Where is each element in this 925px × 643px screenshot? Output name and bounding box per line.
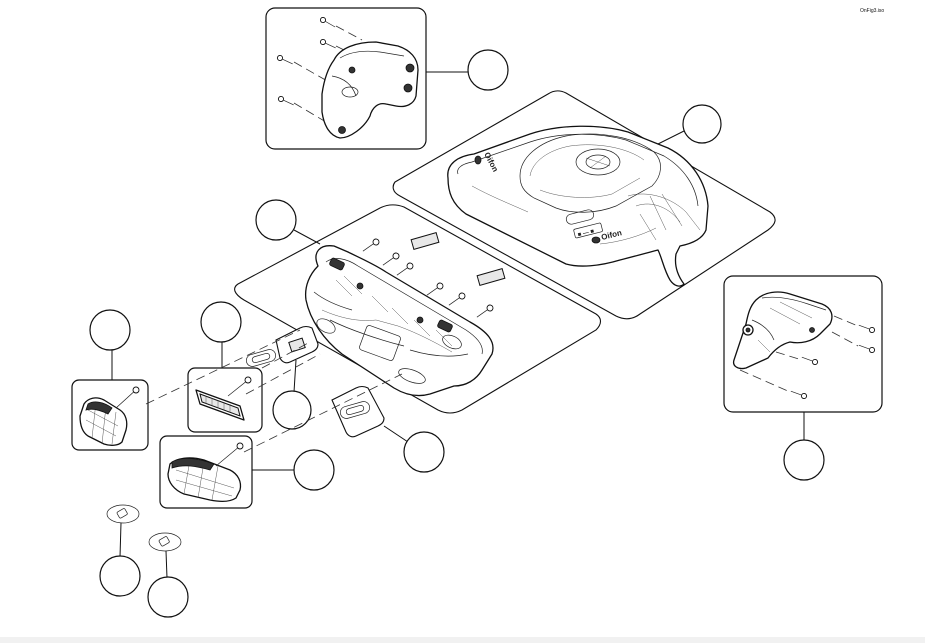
screw-group-top-left bbox=[276, 16, 336, 106]
light-bar-box bbox=[187, 367, 263, 433]
assembly-lines bbox=[145, 329, 403, 453]
side-cover-part bbox=[321, 41, 419, 139]
callout-small-gasket bbox=[272, 390, 312, 430]
callout-lower-gasket bbox=[403, 431, 445, 473]
button-symbols: ■ — ■ bbox=[577, 229, 595, 239]
file-id-label: OnFig3.iso bbox=[860, 8, 884, 14]
callout-left-lamp bbox=[89, 309, 131, 351]
plug-left bbox=[106, 504, 140, 524]
chassis-part bbox=[304, 245, 494, 397]
label-sticker-lower bbox=[476, 267, 506, 287]
callout-top-cover bbox=[682, 104, 722, 144]
top-cover-part bbox=[447, 125, 709, 287]
top-cover-panel: ■ — ■ Oifon Oifon bbox=[392, 90, 776, 320]
top-cover-dial bbox=[575, 148, 621, 176]
lower-lamp-box bbox=[159, 435, 253, 509]
rear-cover-part bbox=[732, 291, 833, 370]
callout-chassis bbox=[255, 199, 297, 241]
callout-side-cover bbox=[467, 49, 509, 91]
callout-plug-left bbox=[99, 555, 141, 597]
screw-group-right bbox=[790, 324, 876, 400]
callout-plug-right bbox=[147, 576, 189, 618]
callout-rear-cover bbox=[783, 439, 825, 481]
rear-cover-detail-box bbox=[723, 275, 883, 413]
left-lamp-part bbox=[79, 397, 128, 446]
callout-light-bar bbox=[200, 301, 242, 343]
screw-group-chassis bbox=[362, 238, 494, 318]
lower-gasket-panel bbox=[331, 385, 385, 438]
side-cover-detail-box bbox=[265, 7, 427, 150]
callout-lower-lamp bbox=[293, 449, 335, 491]
label-sticker-upper bbox=[410, 231, 440, 251]
top-cover-button-strip: ■ — ■ bbox=[573, 222, 603, 239]
oval-seal-left bbox=[245, 349, 277, 367]
bottom-scroll-band bbox=[0, 637, 925, 643]
small-gasket bbox=[275, 325, 319, 364]
plug-right bbox=[148, 532, 182, 552]
left-lamp-box bbox=[71, 379, 149, 451]
lower-lamp-part bbox=[167, 457, 242, 502]
